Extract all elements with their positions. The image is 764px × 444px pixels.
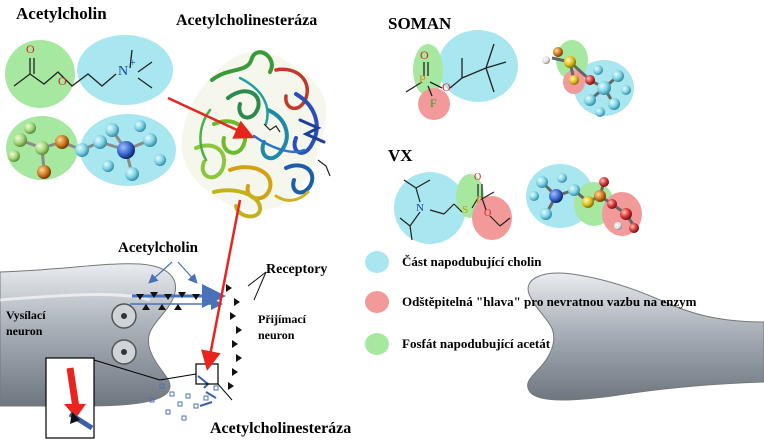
cleft-molecules <box>149 383 219 421</box>
atom-p-vx: P <box>476 194 483 206</box>
title-enzyme: Acetylcholinesteráza <box>176 12 318 29</box>
atom-o-vx-double: O <box>474 172 482 183</box>
red-arrows <box>167 96 255 371</box>
synapse-label-vysilaci-2: neuron <box>6 324 43 338</box>
vx-3d <box>526 164 642 236</box>
atom-o-soman-double: O <box>420 48 429 62</box>
atom-o-ach-ester: O <box>58 74 67 88</box>
atom-p-soman: P <box>419 72 426 86</box>
soman-skeletal <box>405 30 518 120</box>
synapse-label-prijimaci-1: Přijímací <box>258 312 306 326</box>
acetylcholine-skeletal <box>5 35 173 108</box>
arrow-ach-to-enzyme <box>167 96 255 139</box>
atom-o-ach-carbonyl: O <box>26 42 35 56</box>
legend-dots <box>365 251 389 355</box>
legend-dot-leaving <box>365 291 389 313</box>
synaptic-vesicles <box>111 303 137 365</box>
synapse-label-vysilaci-1: Vysílací <box>6 308 46 322</box>
atom-n-ach: N <box>118 64 129 79</box>
synapse-label-receptory: Receptory <box>266 262 328 277</box>
synapse-label-prijimaci-2: neuron <box>258 328 295 342</box>
synapse-label-acetylcholin: Acetylcholin <box>118 240 198 256</box>
title-soman: SOMAN <box>388 14 452 33</box>
atom-o-soman-ether: O <box>442 80 451 94</box>
acetylcholine-3d <box>6 114 176 186</box>
receptor-markers <box>136 284 242 390</box>
title-vx: VX <box>388 146 413 165</box>
atom-n-vx: N <box>416 202 424 214</box>
acetate-highlight-skeletal <box>5 40 75 108</box>
legend-dot-cholin <box>365 251 389 273</box>
legend-text-leaving: Odštěpitelná "hlava" pro nevratnou vazbu… <box>402 294 697 309</box>
atom-o-vx-ether: O <box>484 208 492 219</box>
cholin-highlight-skeletal <box>77 35 173 105</box>
atom-s-vx: S <box>462 204 469 216</box>
synapse-label-enzyme: Acetylcholinesteráza <box>210 420 352 437</box>
title-acetylcholin: Acetylcholin <box>16 4 107 23</box>
enzyme-structure <box>181 50 331 219</box>
synapse-diagram <box>0 261 764 439</box>
atom-charge-ach: + <box>130 58 136 69</box>
legend-text-acetate: Fosfát napodubující acetát <box>402 336 551 351</box>
vx-skeletal <box>394 172 512 244</box>
legend-dot-acetate <box>365 333 389 355</box>
soman-leaving-highlight <box>418 88 450 120</box>
legend-text-cholin: Část napodubující cholin <box>402 254 542 269</box>
soman-cholin-highlight <box>438 30 518 102</box>
zoom-box-small <box>195 363 219 385</box>
soman-3d <box>542 40 634 117</box>
atom-f-soman: F <box>430 96 437 110</box>
arrow-enzyme-to-synapse <box>201 199 242 371</box>
